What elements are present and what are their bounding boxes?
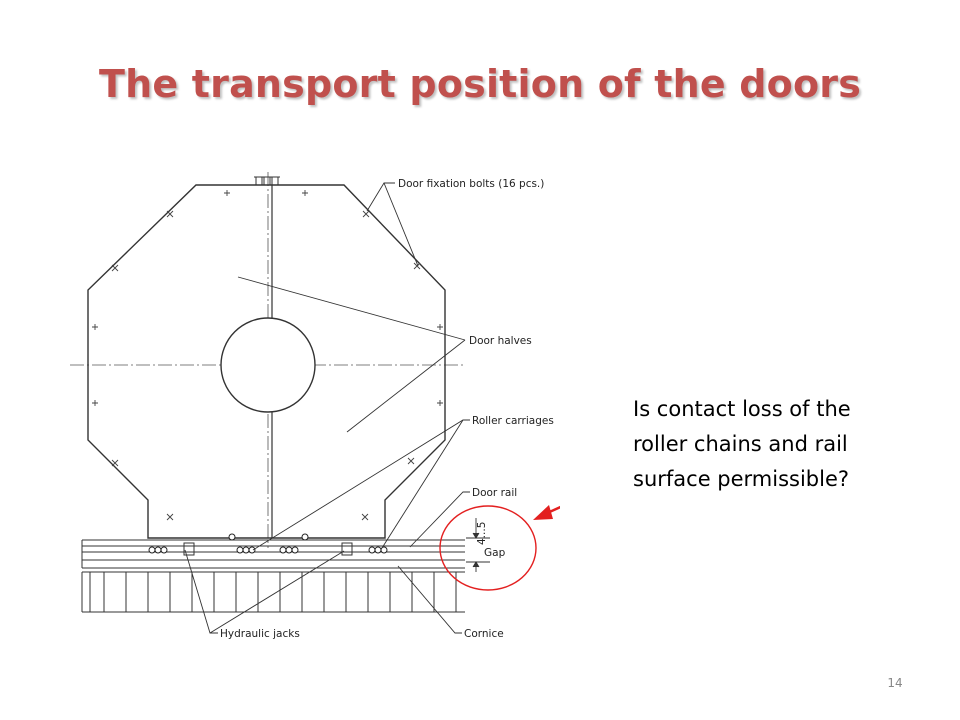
page-number: 14 (887, 676, 903, 690)
door-transport-diagram: 4...5 Gap Door fixation bolts (16 pcs.) … (70, 172, 560, 640)
label-door-halves: Door halves (469, 335, 532, 347)
roller-carriages (148, 533, 388, 554)
gap-highlight-circle (439, 505, 537, 591)
cornice-structure (81, 571, 465, 613)
gap-dimension (466, 518, 490, 572)
central-bore (220, 317, 316, 413)
hydraulic-jacks (183, 542, 353, 556)
question-line-1: Is contact loss of the (633, 397, 851, 421)
question-line-2: roller chains and rail (633, 432, 848, 456)
label-roller-carriages: Roller carriages (472, 415, 554, 427)
slide-title: The transport position of the doors (98, 62, 862, 106)
gap-dimension-value: 4...5 (476, 522, 488, 545)
door-outline (87, 184, 446, 539)
question-line-3: surface permissible? (633, 467, 850, 491)
highlight-arrow-shaft (544, 505, 560, 516)
label-door-fixation-bolts: Door fixation bolts (16 pcs.) (398, 178, 544, 190)
gap-label: Gap (484, 547, 506, 559)
label-door-rail: Door rail (472, 487, 517, 499)
bolt-markers (92, 190, 443, 521)
label-hydraulic-jacks: Hydraulic jacks (220, 628, 300, 640)
question-text: Is contact loss of the roller chains and… (633, 392, 933, 497)
highlight-arrow-head (533, 505, 553, 520)
leader-lines (184, 182, 470, 634)
label-cornice: Cornice (464, 628, 504, 640)
door-rail (81, 539, 465, 569)
door-fixation-bolts (254, 176, 280, 186)
